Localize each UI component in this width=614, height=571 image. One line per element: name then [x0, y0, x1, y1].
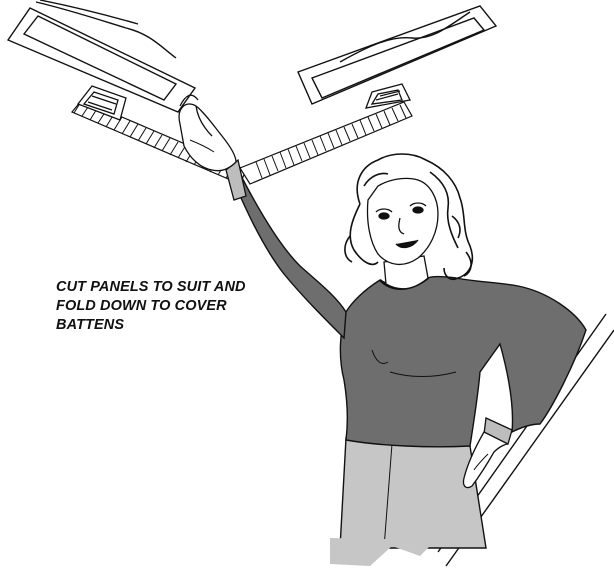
caption-line-3: BATTENS [56, 316, 316, 335]
face [367, 178, 438, 264]
instruction-caption: CUT PANELS TO SUIT AND FOLD DOWN TO COVE… [56, 278, 316, 335]
trousers [340, 438, 486, 548]
floor-shadow [330, 538, 436, 566]
caption-line-2: FOLD DOWN TO COVER [56, 297, 316, 316]
caption-line-1: CUT PANELS TO SUIT AND [56, 278, 316, 297]
right-batten-beam [240, 102, 412, 184]
